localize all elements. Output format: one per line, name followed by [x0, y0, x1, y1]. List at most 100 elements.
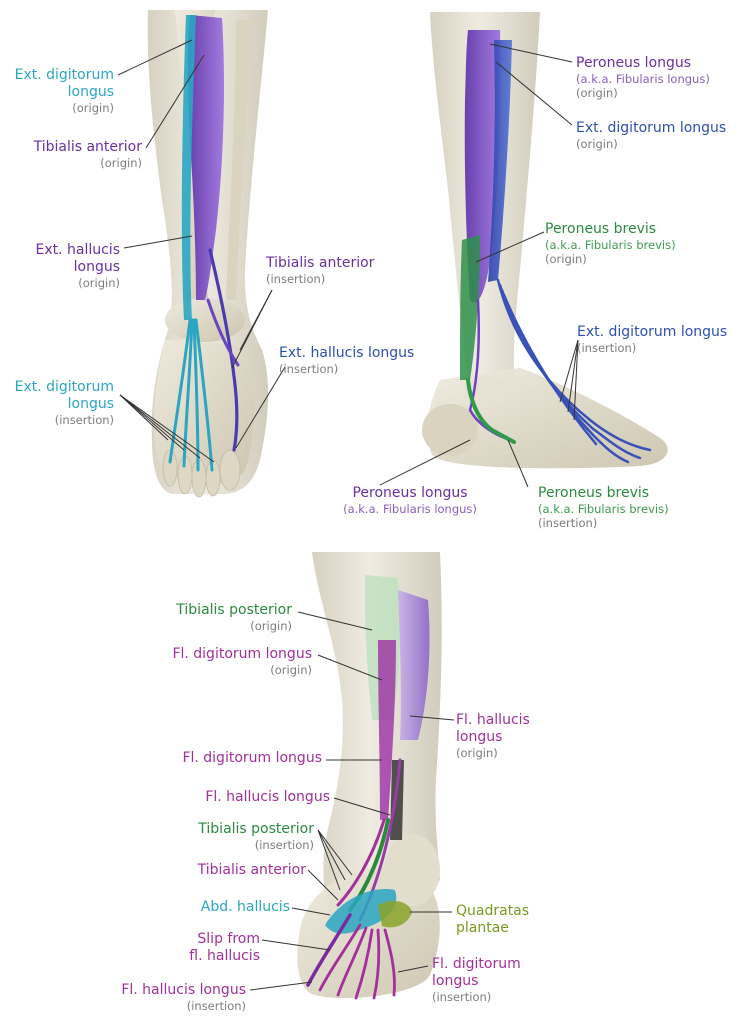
front-foot: [154, 340, 255, 485]
label-name: longus: [67, 84, 114, 100]
label-name: Ext. hallucis longus: [279, 345, 415, 361]
label-fl-hallucis-origin: Fl. hallucis longus (origin): [456, 712, 530, 760]
abd-hallucis-muscle: [325, 889, 397, 934]
label-tibialis-anterior-origin: Tibialis anterior (origin): [0, 139, 142, 170]
label-peroneus-brevis-origin: Peroneus brevis (a.k.a. Fibularis brevis…: [545, 221, 676, 266]
label-name: Ext. digitorum longus: [576, 120, 727, 136]
label-name: Ext. digitorum: [14, 67, 114, 83]
label-name: Fl. hallucis: [456, 712, 530, 728]
label-sub: (insertion): [186, 999, 246, 1013]
ext-digitorum-front-band: [181, 15, 196, 320]
label-name: longus: [73, 259, 120, 275]
label-tibialis-anterior-insertion: Tibialis anterior (insertion): [266, 255, 374, 286]
label-name: Fl. digitorum longus: [172, 646, 312, 662]
posterior-view: [297, 552, 442, 1000]
label-aka: (a.k.a. Fibularis brevis): [538, 502, 669, 516]
fl-hallucis-plantar-tendon: [306, 913, 352, 987]
label-sub: (origin): [456, 746, 498, 760]
label-name: plantae: [456, 920, 509, 936]
label-fl-digitorum-origin: Fl. digitorum longus (origin): [150, 646, 312, 677]
label-name: Quadratas: [456, 903, 530, 919]
label-sub: (insertion): [266, 272, 326, 286]
label-fl-hallucis: Fl. hallucis longus: [170, 789, 330, 806]
quadratus-plantae-muscle: [378, 900, 412, 928]
label-sub: (insertion): [577, 341, 637, 355]
ext-digitorum-lateral-muscle: [488, 40, 512, 282]
label-sub: (origin): [72, 101, 114, 115]
posterior-dark-groove: [390, 760, 404, 840]
front-ankle: [165, 298, 245, 342]
label-ext-hallucis-origin: Ext. hallucis longus (origin): [10, 242, 120, 290]
fl-digitorum-muscle: [378, 640, 396, 820]
label-name: Tibialis posterior: [176, 602, 292, 618]
label-sub: (origin): [576, 86, 618, 100]
fl-digitorum-plantar-tendons: [318, 923, 396, 1000]
label-name: Ext. hallucis: [35, 242, 120, 258]
label-name: Fl. digitorum longus: [182, 750, 322, 766]
lateral-view: [422, 12, 668, 469]
label-aka: (a.k.a. Fibularis brevis): [545, 238, 676, 252]
ext-digitorum-front-tendons: [168, 318, 214, 472]
front-fibula: [226, 20, 252, 300]
label-name: Tibialis anterior: [266, 255, 375, 271]
label-aka: (a.k.a. Fibularis longus): [576, 72, 710, 86]
label-name: Fl. digitorum: [432, 956, 521, 972]
label-sub: (insertion): [538, 516, 598, 530]
label-name: longus: [432, 973, 479, 989]
label-tibialis-posterior-insertion: Tibialis posterior (insertion): [160, 821, 314, 852]
label-sub: (origin): [545, 252, 587, 266]
label-name: longus: [456, 729, 503, 745]
tibialis-anterior-muscle: [187, 15, 224, 300]
label-sub: (insertion): [254, 838, 314, 852]
label-quadratus-plantae: Quadratas plantae: [456, 903, 529, 937]
label-sub: (insertion): [54, 413, 114, 427]
label-sub: (origin): [78, 276, 120, 290]
label-name: Peroneus longus: [352, 485, 468, 501]
label-ext-hallucis-insertion: Ext. hallucis longus (insertion): [279, 345, 414, 376]
label-abd-hallucis: Abd. hallucis: [180, 899, 290, 916]
label-name: Peroneus longus: [576, 55, 692, 71]
label-name: Tibialis anterior: [33, 139, 142, 155]
label-name: longus: [67, 396, 114, 412]
label-fl-digitorum: Fl. digitorum longus: [150, 750, 322, 767]
label-ext-digitorum-insertion: Ext. digitorum longus (insertion): [6, 379, 114, 427]
label-name: Abd. hallucis: [200, 899, 290, 915]
front-toes: [162, 449, 241, 498]
label-sub: (origin): [576, 137, 618, 151]
label-name: Peroneus brevis: [538, 485, 650, 501]
label-fl-digitorum-insertion: Fl. digitorum longus (insertion): [432, 956, 521, 1004]
label-name: Fl. hallucis longus: [205, 789, 330, 805]
label-name: fl. hallucis: [189, 948, 260, 964]
label-ext-digitorum-origin: Ext. digitorum longus (origin): [6, 67, 114, 115]
label-name: Ext. digitorum: [14, 379, 114, 395]
peroneus-brevis-tendon: [466, 378, 516, 444]
label-fl-hallucis-insertion: Fl. hallucis longus (insertion): [100, 982, 246, 1013]
label-name: Peroneus brevis: [545, 221, 657, 237]
label-ext-digitorum-lateral-insertion: Ext. digitorum longus (insertion): [577, 324, 727, 355]
label-aka: (a.k.a. Fibularis longus): [343, 502, 477, 516]
fl-hallucis-muscle: [398, 590, 430, 740]
label-tibialis-posterior-origin: Tibialis posterior (origin): [150, 602, 292, 633]
label-name: Fl. hallucis longus: [121, 982, 246, 998]
label-ext-digitorum-lateral-origin: Ext. digitorum longus (origin): [576, 120, 726, 151]
label-slip-from-fl-hallucis: Slip from fl. hallucis: [170, 931, 260, 965]
label-name: Ext. digitorum longus: [577, 324, 728, 340]
label-sub: (insertion): [279, 362, 339, 376]
label-peroneus-brevis-insertion: Peroneus brevis (a.k.a. Fibularis brevis…: [538, 485, 669, 530]
label-sub: (origin): [250, 619, 292, 633]
label-name: Tibialis anterior: [197, 862, 306, 878]
label-sub: (origin): [270, 663, 312, 677]
leader-lines: [117, 39, 579, 991]
label-sub: (insertion): [432, 990, 492, 1004]
label-peroneus-longus-bottom: Peroneus longus (a.k.a. Fibularis longus…: [330, 485, 490, 516]
label-name: Slip from: [197, 931, 260, 947]
label-tibialis-anterior-posterior: Tibialis anterior: [170, 862, 306, 879]
posterior-heel: [384, 834, 440, 906]
front-view: [147, 10, 269, 498]
label-peroneus-longus-origin: Peroneus longus (a.k.a. Fibularis longus…: [576, 55, 710, 100]
peroneus-brevis-muscle: [460, 235, 480, 380]
label-name: Tibialis posterior: [198, 821, 314, 837]
label-sub: (origin): [100, 156, 142, 170]
ext-hallucis-front-tendon: [208, 248, 239, 452]
